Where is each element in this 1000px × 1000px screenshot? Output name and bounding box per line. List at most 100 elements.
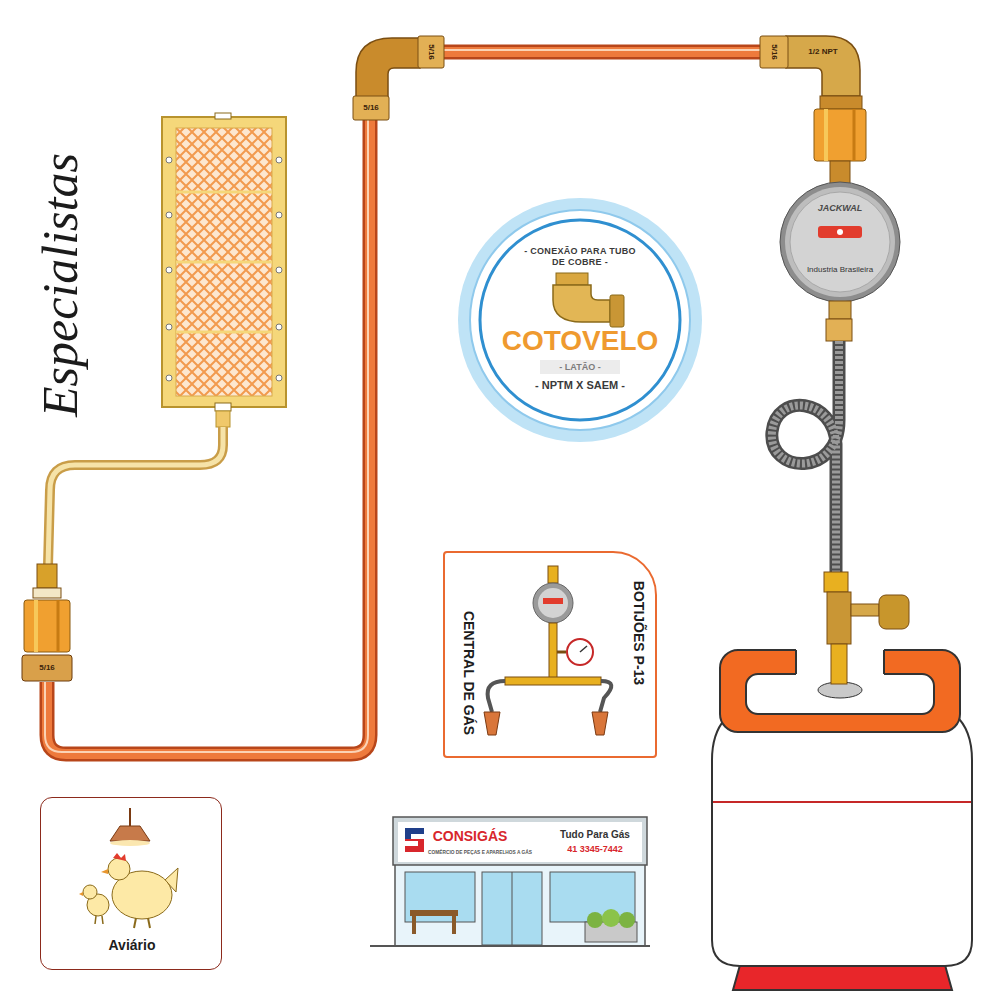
drawing-part-part xyxy=(276,212,282,218)
poultry-illustration-part xyxy=(95,916,96,924)
poultry-illustration-part xyxy=(148,918,150,928)
cylinder-valve-part xyxy=(824,572,848,592)
store-illustration-part xyxy=(405,828,424,852)
brass-elbow-npt-part xyxy=(824,109,828,161)
manifold-illustration-part xyxy=(592,712,608,735)
brass-elbow-npt-part xyxy=(853,109,856,161)
store-illustration-part xyxy=(619,912,635,928)
flex-hose-part xyxy=(48,427,223,566)
regulator-face: JACKWALIndustria Brasileira xyxy=(780,182,900,302)
product-badge-part xyxy=(480,220,680,420)
store-slogan: Tudo Para Gás xyxy=(560,829,630,841)
store-illustration-part xyxy=(405,872,475,922)
badge-title: COTOVELO xyxy=(502,324,659,358)
infrared-heater-part xyxy=(176,331,272,334)
manifold-illustration-part xyxy=(567,639,593,665)
flex-hose xyxy=(48,427,223,566)
gas-regulator xyxy=(780,182,900,341)
manifold-illustration xyxy=(484,566,611,735)
cylinder-valve-part xyxy=(879,595,909,629)
gas-regulator-part xyxy=(785,187,895,297)
copper-pipe-part xyxy=(442,49,762,51)
infrared-heater xyxy=(162,113,286,427)
origin-text: Industria Brasileira xyxy=(807,265,873,275)
info-card: Aviário xyxy=(40,797,222,970)
brass-elbow-part xyxy=(356,38,420,98)
brass-elbow xyxy=(353,36,444,120)
flare-fitting-part xyxy=(33,588,61,598)
manifold-illustration-part xyxy=(543,598,563,604)
manifold-illustration-part xyxy=(600,681,611,712)
poultry-illustration-part xyxy=(110,826,150,841)
poultry-illustration-part xyxy=(83,885,97,899)
manifold-illustration-part xyxy=(505,677,601,685)
drawing-part-part xyxy=(166,157,172,163)
product-badge-part xyxy=(458,198,702,442)
product-badge-part xyxy=(540,360,620,374)
card-heading: CENTRAL DE GÁS xyxy=(461,611,478,735)
drawing-part-part xyxy=(276,324,282,330)
manifold-illustration-part xyxy=(488,681,505,712)
brass-elbow-npt-part xyxy=(760,36,788,68)
brass-elbow-npt xyxy=(760,36,866,185)
poultry-illustration-part xyxy=(134,918,136,928)
brass-elbow-npt-part xyxy=(820,96,862,109)
gas-cylinder-part xyxy=(883,650,885,674)
brass-elbow-part xyxy=(418,36,444,68)
gas-cylinder xyxy=(712,645,972,990)
drawing-part-part xyxy=(166,375,172,381)
card-caption: Aviário xyxy=(109,937,156,954)
flare-fitting-part xyxy=(37,564,57,588)
infrared-heater-part xyxy=(176,261,272,264)
gas-regulator-part xyxy=(790,192,890,292)
phone-number: 41 3345-7442 xyxy=(567,844,623,855)
copper-pipe-part xyxy=(47,118,370,754)
size-mark: 5/16 xyxy=(363,103,379,113)
thread-mark: 1/2 NPT xyxy=(808,47,837,57)
drawing-part-part xyxy=(276,375,282,381)
store-sign: CONSIGÁSCOMÉRCIO DE PEÇAS E APARELHOS A … xyxy=(398,822,642,862)
gas-cylinder-part xyxy=(713,801,971,803)
product-badge xyxy=(458,198,702,442)
infrared-heater-part xyxy=(216,411,230,427)
braided-hose-part xyxy=(772,341,839,573)
store-illustration-part xyxy=(602,909,620,927)
manifold-illustration-part xyxy=(548,566,558,583)
drawing-part-part xyxy=(276,157,282,163)
cylinder-valve-part xyxy=(851,604,879,616)
manifold-illustration-part xyxy=(580,646,587,652)
store-illustration-part xyxy=(393,817,647,865)
material-text: - LATÃO - xyxy=(559,362,600,373)
flex-hose-part xyxy=(48,427,223,566)
drawing-part xyxy=(166,157,282,381)
store-illustration-part xyxy=(370,945,650,947)
product-badge-part xyxy=(553,285,610,322)
drawing-part-part xyxy=(166,324,172,330)
flare-fitting-part xyxy=(34,600,38,652)
poultry-illustration xyxy=(79,808,178,928)
badge-heading: - CONEXÃO PARA TUBO DE COBRE - xyxy=(518,246,642,268)
drawing-part-part xyxy=(166,267,172,273)
copper-pipe-part xyxy=(442,45,762,60)
gas-regulator-part xyxy=(829,301,851,319)
flare-fitting xyxy=(22,564,72,681)
poultry-illustration-part xyxy=(113,853,126,861)
copper-pipe-part xyxy=(47,118,370,754)
manifold-illustration-part xyxy=(549,623,557,681)
card-heading: BOTIJÕES P-13 xyxy=(631,581,648,685)
store-illustration-part xyxy=(412,916,416,934)
gas-regulator-part xyxy=(818,226,862,238)
gas-regulator-part xyxy=(780,182,900,302)
gas-cylinder-part xyxy=(733,965,952,990)
store-illustration xyxy=(370,817,650,946)
manifold-illustration-part xyxy=(538,588,568,618)
brass-elbow-part xyxy=(353,96,389,120)
manifold-illustration-part xyxy=(533,583,573,623)
store-tagline: COMÉRCIO DE PEÇAS E APARELHOS A GÁS xyxy=(428,850,532,856)
drawing-part-part xyxy=(166,212,172,218)
flare-fitting-part xyxy=(24,600,70,652)
drawing-part-part xyxy=(276,267,282,273)
gas-regulator-part xyxy=(837,229,843,235)
